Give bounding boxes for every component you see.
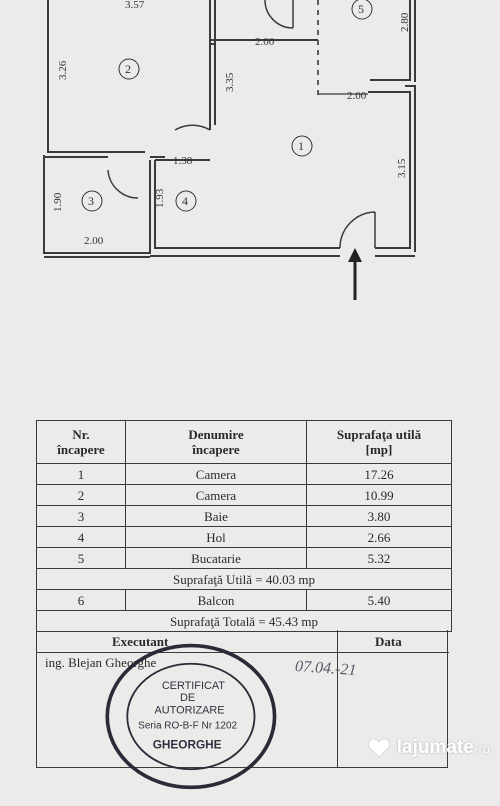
signature-box: Executant Data ing. Blejan Gheorghe 07.0… — [36, 630, 449, 768]
dim-label: 3.57 — [125, 0, 145, 11]
certification-stamp-icon: CERTIFICAT DE AUTORIZARE Seria RO-B-F Nr… — [105, 643, 277, 790]
logo-tld: .ro — [474, 740, 490, 756]
svg-text:CERTIFICAT: CERTIFICAT — [162, 680, 225, 692]
table-cell-nr: 2 — [36, 484, 126, 506]
svg-text:Seria RO-B-F Nr 1202: Seria RO-B-F Nr 1202 — [138, 720, 237, 731]
room-number: 4 — [182, 194, 188, 208]
heart-logo-icon — [367, 738, 390, 758]
table-cell-nr: 4 — [36, 526, 126, 548]
svg-text:AUTORIZARE: AUTORIZARE — [155, 705, 225, 717]
table-cell-nr: 6 — [36, 589, 126, 611]
table-cell-area: 10.99 — [306, 484, 452, 506]
dim-label: 1.93 — [154, 188, 166, 208]
svg-text:GHEORGHE: GHEORGHE — [153, 737, 222, 751]
floor-plan: 3.57 2.00 3.26 3.35 2.80 2.00 3.15 1.38 … — [43, 0, 416, 300]
table-cell-nr: 5 — [36, 547, 126, 569]
room-3-wall — [43, 155, 151, 254]
dim-label: 2.80 — [399, 12, 411, 32]
table-cell-area: 17.26 — [306, 463, 452, 485]
table-cell-name: Bucatarie — [125, 547, 307, 569]
room-1-wall — [368, 91, 411, 249]
dim-label: 3.15 — [396, 158, 408, 178]
table-cell-area: 5.32 — [306, 547, 452, 569]
dim-label: 2.00 — [347, 90, 367, 102]
dim-label: 2.00 — [84, 235, 104, 247]
handwritten-date: 07.04.-21 — [294, 657, 357, 680]
room-4-wall — [154, 160, 340, 249]
dim-label: 1.90 — [52, 192, 64, 212]
table-cell-nr: 3 — [36, 505, 126, 527]
dim-label: 1.38 — [173, 155, 193, 167]
dim-label: 2.00 — [255, 36, 275, 48]
table-cell-area: 2.66 — [306, 526, 452, 548]
table-cell-name: Balcon — [125, 589, 307, 611]
table-cell-name: Camera — [125, 463, 307, 485]
table-cell-nr: 1 — [36, 463, 126, 485]
total-area: Suprafaţă Totală = 45.43 mp — [36, 610, 452, 632]
lajumate-logo: lajumate.ro — [367, 736, 490, 760]
room-2-wall — [47, 0, 145, 153]
dim-label: 3.35 — [224, 72, 236, 92]
logo-text: lajumate — [396, 737, 474, 758]
table-cell-name: Hol — [125, 526, 307, 548]
col-header-area: Suprafaţa utilă[mp] — [306, 420, 452, 464]
room-number: 1 — [298, 139, 304, 153]
table-cell-name: Baie — [125, 505, 307, 527]
room-number: 2 — [125, 62, 131, 76]
date-label: Data — [375, 634, 402, 649]
dim-label: 3.26 — [57, 60, 69, 80]
executant-label: Executant — [112, 634, 169, 649]
entrance-arrow-icon — [348, 248, 362, 300]
table-cell-area: 5.40 — [306, 589, 452, 611]
table-cell-area: 3.80 — [306, 505, 452, 527]
col-header-nr: Nr.încapere — [36, 420, 126, 464]
useful-area-total: Suprafaţă Utilă = 40.03 mp — [36, 568, 452, 590]
table-cell-name: Camera — [125, 484, 307, 506]
svg-text:DE: DE — [180, 692, 195, 704]
room-number: 5 — [358, 2, 364, 16]
room-number: 3 — [88, 194, 94, 208]
engineer-name: ing. Blejan Gheorghe — [45, 655, 157, 670]
